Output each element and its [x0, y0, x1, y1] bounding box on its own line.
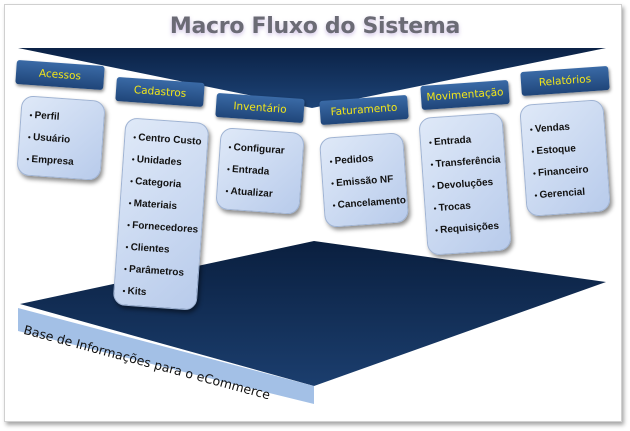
box-movimentacao: Entrada Transferência Devoluções Trocas …	[418, 112, 512, 256]
list-item: Cancelamento	[332, 190, 406, 217]
list-item: Empresa	[26, 149, 97, 176]
box-relatorios: Vendas Estoque Financeiro Gerencial	[519, 99, 611, 217]
base-strip	[18, 308, 314, 404]
list-item: Requisições	[434, 215, 505, 242]
list-item: Gerencial	[534, 180, 605, 207]
box-acessos: Perfil Usuário Empresa	[16, 95, 106, 181]
page-title: Macro Fluxo do Sistema	[169, 14, 461, 39]
top-plane	[18, 48, 606, 108]
base-floor	[20, 241, 606, 386]
box-faturamento: Pedidos Emissão NF Cancelamento	[318, 132, 410, 228]
box-cadastros: Centro Custo Unidades Categoria Materiai…	[112, 117, 210, 311]
box-inventario: Configurar Entrada Atualizar	[215, 127, 305, 215]
list-item: Atualizar	[225, 181, 296, 208]
